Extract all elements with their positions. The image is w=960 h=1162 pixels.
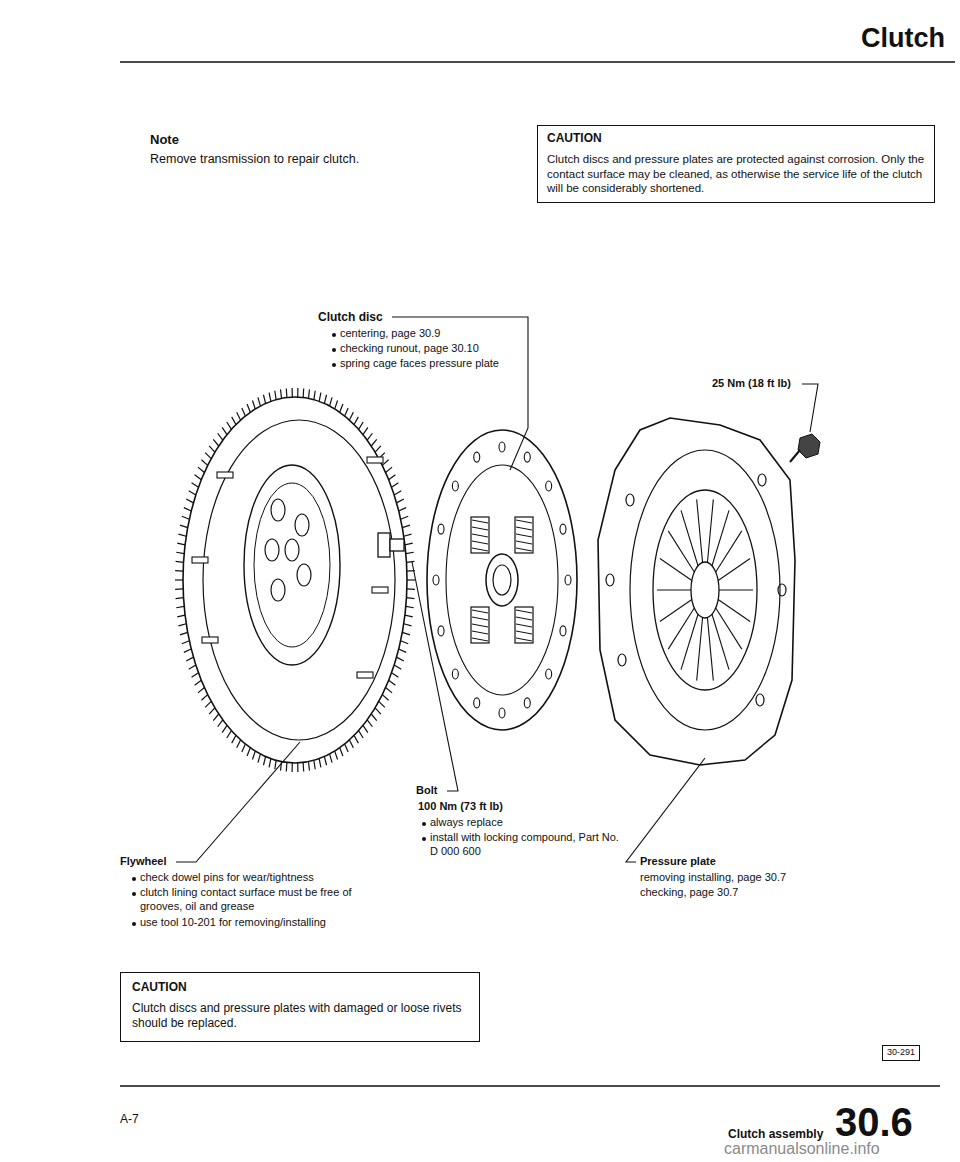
cross-reference: removing installing, page 30.7 (640, 871, 786, 885)
instruction: install with locking compound, Part No. … (430, 831, 625, 859)
clutch-disc-drawing (427, 430, 577, 730)
cross-reference: checking, page 30.7 (640, 886, 738, 900)
bullet-dot (132, 877, 136, 881)
torque-spec: 25 Nm (18 ft lb) (712, 377, 791, 391)
bullet-dot (132, 892, 136, 896)
footer-rule (120, 1085, 940, 1087)
box-text: 30-291 (887, 1047, 915, 1059)
watermark: carmanualsonline.info (724, 1139, 880, 1159)
box-text: Clutch discs and pressure plates with da… (132, 1001, 468, 1032)
instruction: use tool 10-201 for removing/installing (140, 916, 326, 930)
pressure-plate-drawing (598, 418, 820, 765)
note-heading: Note (150, 132, 179, 148)
leader-line (802, 384, 818, 432)
bullet-dot (132, 922, 136, 926)
part-name: Bolt (416, 784, 437, 798)
part-name: Clutch disc (318, 310, 383, 325)
page-title: Clutch (861, 22, 945, 56)
instruction: spring cage faces pressure plate (340, 357, 499, 371)
instruction: check dowel pins for wear/tightness (140, 871, 314, 885)
leader-line (412, 562, 458, 791)
leader-line (626, 758, 705, 862)
bullet-dot (332, 363, 336, 367)
note-text: Remove transmission to repair clutch. (150, 152, 359, 168)
instruction: checking runout, page 30.10 (340, 342, 479, 356)
instruction: centering, page 30.9 (340, 327, 440, 341)
box-heading: CAUTION (132, 980, 468, 996)
header-rule (120, 61, 955, 63)
bullet-dot (332, 333, 336, 337)
instruction: always replace (430, 816, 503, 830)
box-heading: CAUTION (547, 131, 925, 147)
bullet-dot (422, 837, 426, 841)
section-number: 30.6 (835, 1097, 913, 1147)
box-text: Clutch discs and pressure plates are pro… (547, 152, 925, 197)
torque-spec: 100 Nm (73 ft lb) (418, 800, 503, 814)
instruction: clutch lining contact surface must be fr… (140, 886, 355, 914)
part-name: Pressure plate (640, 855, 716, 869)
caution-box: CAUTION Clutch discs and pressure plates … (120, 972, 480, 1042)
flywheel-drawing (175, 388, 415, 772)
caution-box: CAUTION Clutch discs and pressure plates … (537, 125, 935, 203)
bullet-dot (332, 348, 336, 352)
leader-line (176, 742, 300, 862)
bullet-dot (422, 822, 426, 826)
section-name: Clutch assembly (728, 1127, 823, 1142)
part-name: Flywheel (120, 855, 166, 869)
page-code: A-7 (120, 1112, 139, 1127)
figure-number-box: 30-291 (882, 1045, 920, 1061)
leader-line (392, 317, 528, 470)
